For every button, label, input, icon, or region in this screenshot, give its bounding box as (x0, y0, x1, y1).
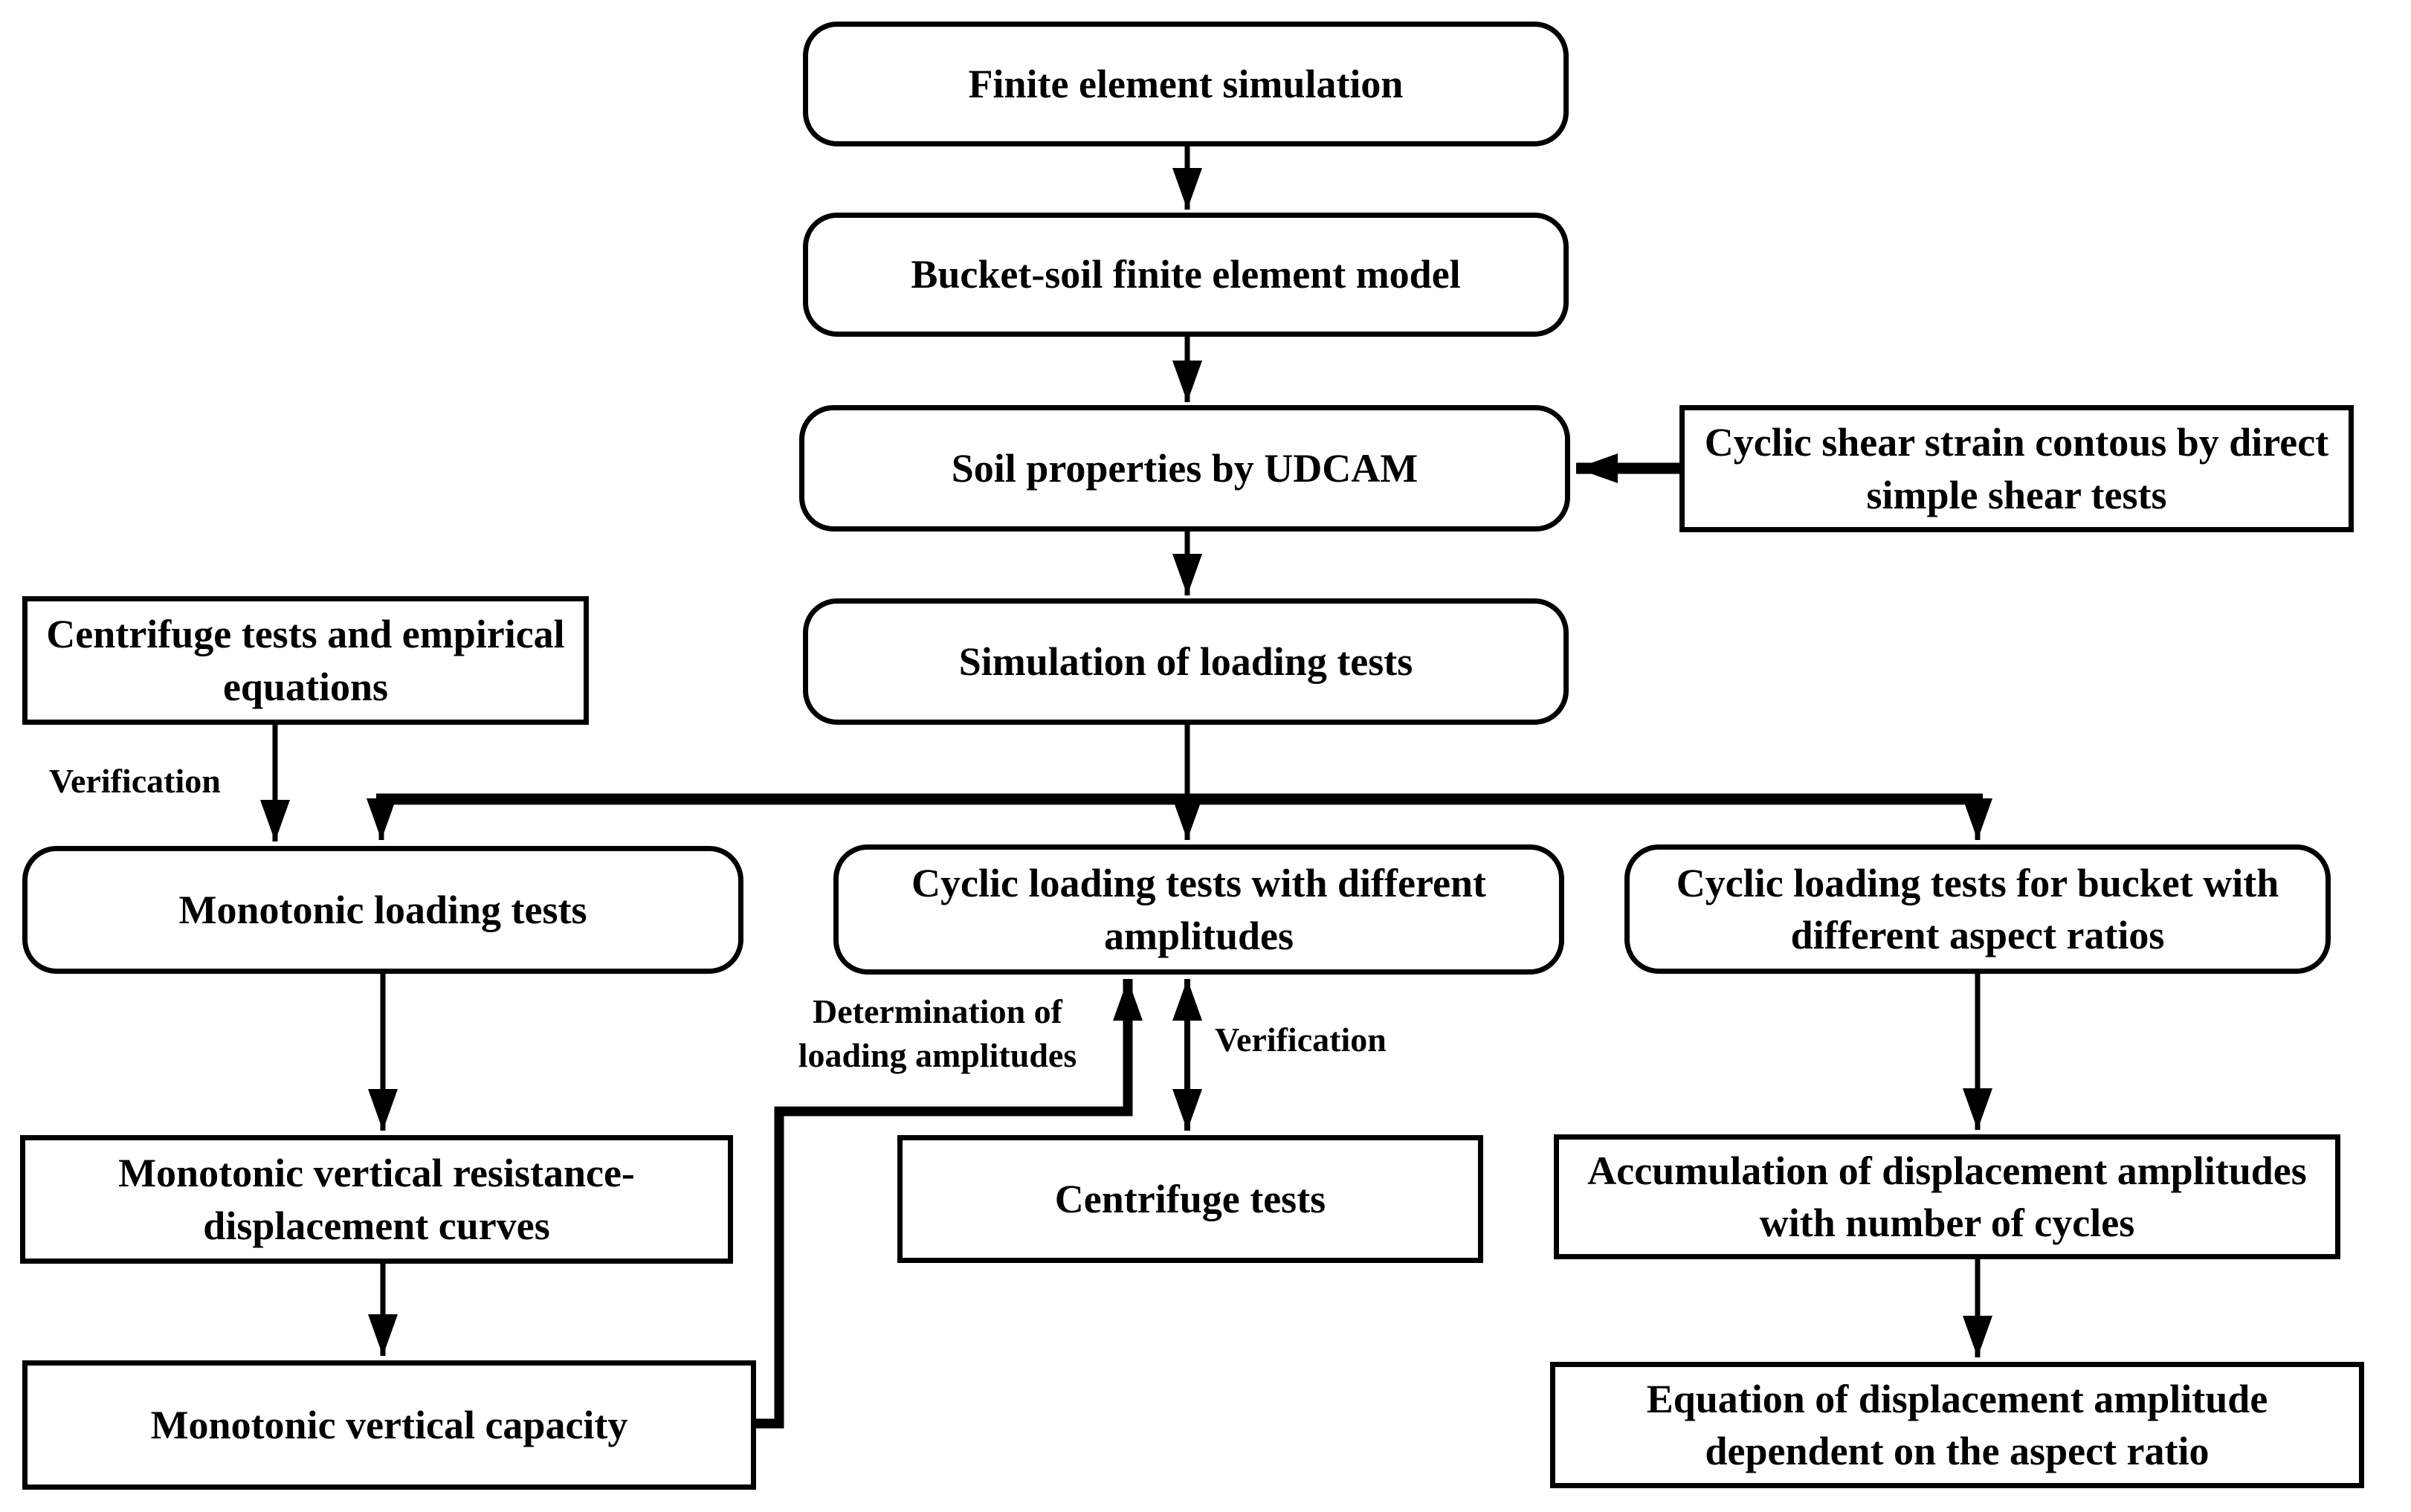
node-accumulation-displacement: Accumulation of displacement amplitudes … (1554, 1134, 2340, 1259)
node-centrifuge-tests: Centrifuge tests (897, 1135, 1483, 1263)
node-finite-element-simulation: Finite element simulation (803, 22, 1569, 146)
node-monotonic-vertical-capacity: Monotonic vertical capacity (22, 1360, 756, 1490)
node-cyclic-loading-amplitudes: Cyclic loading tests with different ampl… (833, 844, 1564, 975)
edge-vertical-capacity-to-cyclic-amplitudes (756, 979, 1143, 1429)
edge-label-verification-center: Verification (1215, 1021, 1387, 1059)
node-bucket-soil-model: Bucket-soil finite element model (803, 213, 1569, 337)
node-equation-displacement-amplitude: Equation of displacement amplitude depen… (1550, 1362, 2364, 1488)
edge-label-verification-left: Verification (49, 762, 221, 800)
node-soil-properties-udcam: Soil properties by UDCAM (799, 405, 1570, 532)
node-cyclic-shear-strain-contours: Cyclic shear strain contous by direct si… (1679, 405, 2354, 532)
node-simulation-of-loading-tests: Simulation of loading tests (803, 598, 1569, 725)
node-monotonic-loading-tests: Monotonic loading tests (22, 846, 743, 974)
node-cyclic-loading-aspect-ratios: Cyclic loading tests for bucket with dif… (1624, 844, 2331, 974)
node-centrifuge-tests-empirical: Centrifuge tests and empirical equations (22, 596, 589, 725)
edge-label-determination: Determination of loading amplitudes (798, 992, 1077, 1074)
node-monotonic-resistance-curves: Monotonic vertical resistance-displaceme… (20, 1135, 733, 1264)
